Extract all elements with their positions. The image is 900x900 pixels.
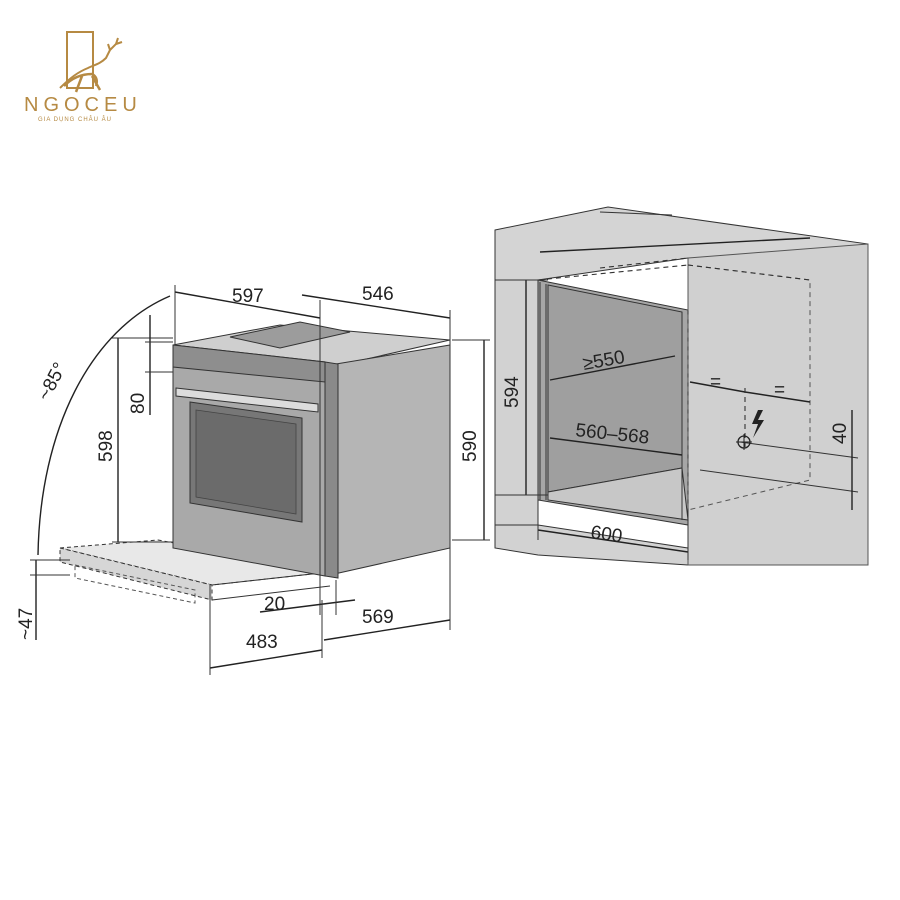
door-drop-label: ~47 bbox=[16, 608, 37, 640]
oven-depth-body-label: 546 bbox=[362, 284, 394, 305]
equal-right-label: = bbox=[774, 380, 785, 401]
brand-tagline: GIA DỤNG CHÂU ÂU bbox=[38, 117, 113, 123]
door-open-depth-label: 483 bbox=[246, 632, 278, 653]
oven-body-height-label: 590 bbox=[460, 430, 481, 462]
brand-name: NGOCEU bbox=[24, 94, 142, 116]
oven-height-label: 598 bbox=[96, 430, 117, 462]
niche-width-label: 600 bbox=[589, 522, 623, 547]
niche-drawing bbox=[494, 206, 869, 566]
door-angle-label: ~85° bbox=[34, 359, 71, 404]
lightning-icon bbox=[752, 410, 764, 438]
equal-left-label: = bbox=[710, 372, 721, 393]
niche-dimension-lines bbox=[495, 211, 859, 560]
socket-icon bbox=[736, 434, 752, 450]
door-thickness-label: 20 bbox=[264, 594, 285, 615]
oven-drawing bbox=[59, 300, 451, 615]
oven-width-label: 597 bbox=[232, 286, 264, 307]
oven-panel-height-label: 80 bbox=[128, 393, 149, 414]
oven-total-depth-label: 569 bbox=[362, 607, 394, 628]
socket-height-label: 40 bbox=[830, 423, 851, 444]
niche-height-label: 594 bbox=[502, 376, 523, 408]
oven-dimension-lines bbox=[30, 285, 490, 675]
deer-logo-icon bbox=[59, 31, 123, 93]
